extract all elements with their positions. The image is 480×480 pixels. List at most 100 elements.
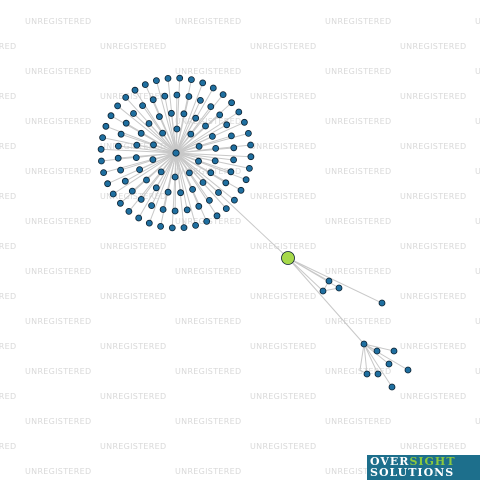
leaf-node[interactable] [219, 91, 227, 98]
leaf-node[interactable] [109, 190, 117, 198]
leaf-node[interactable] [149, 96, 157, 104]
leaf-node[interactable] [159, 206, 167, 213]
leaf-node[interactable] [104, 180, 111, 188]
leaf-node[interactable] [135, 214, 143, 222]
leaf-node[interactable] [196, 97, 204, 104]
cluster-node[interactable] [325, 277, 333, 285]
leaf-node[interactable] [237, 186, 245, 194]
leaf-node[interactable] [187, 130, 195, 138]
cluster-node[interactable] [385, 360, 393, 368]
leaf-node[interactable] [99, 134, 106, 142]
leaf-node[interactable] [152, 184, 160, 192]
leaf-node[interactable] [207, 103, 215, 110]
leaf-node[interactable] [132, 154, 140, 162]
leaf-node[interactable] [183, 206, 191, 214]
leaf-node[interactable] [98, 157, 105, 165]
leaf-node[interactable] [125, 207, 133, 215]
leaf-node[interactable] [122, 94, 130, 101]
cluster-node[interactable] [374, 370, 382, 378]
leaf-node[interactable] [131, 86, 139, 94]
leaf-node[interactable] [222, 179, 230, 187]
leaf-node[interactable] [164, 188, 172, 196]
leaf-node[interactable] [137, 195, 145, 203]
cluster-hub-node[interactable] [360, 340, 368, 348]
leaf-node[interactable] [100, 169, 107, 177]
leaf-node[interactable] [180, 224, 188, 232]
leaf-node[interactable] [121, 177, 129, 185]
leaf-node[interactable] [171, 207, 179, 215]
leaf-node[interactable] [185, 93, 193, 100]
leaf-node[interactable] [171, 173, 179, 181]
leaf-node[interactable] [240, 118, 248, 126]
focus-entity-node[interactable] [281, 251, 295, 265]
leaf-node[interactable] [228, 99, 236, 107]
leaf-node[interactable] [230, 144, 238, 152]
cluster-node[interactable] [404, 366, 412, 374]
cluster-hub-node[interactable] [319, 287, 327, 295]
leaf-node[interactable] [180, 110, 188, 118]
leaf-node[interactable] [245, 164, 253, 172]
leaf-node[interactable] [192, 221, 200, 229]
leaf-node[interactable] [205, 196, 213, 204]
leaf-node[interactable] [195, 157, 202, 165]
leaf-node[interactable] [107, 112, 115, 120]
leaf-node[interactable] [199, 179, 207, 186]
leaf-node[interactable] [177, 189, 185, 197]
leaf-node[interactable] [141, 81, 149, 88]
leaf-node[interactable] [199, 79, 207, 87]
leaf-node[interactable] [150, 141, 157, 149]
leaf-node[interactable] [247, 141, 255, 149]
cluster-node[interactable] [363, 370, 371, 378]
leaf-node[interactable] [152, 77, 160, 84]
leaf-node[interactable] [161, 92, 169, 100]
leaf-node[interactable] [192, 114, 200, 122]
leaf-node[interactable] [114, 154, 122, 162]
leaf-node[interactable] [143, 176, 150, 184]
leaf-node[interactable] [189, 185, 197, 193]
leaf-node[interactable] [136, 166, 144, 174]
leaf-node[interactable] [230, 156, 238, 164]
leaf-node[interactable] [130, 110, 137, 117]
leaf-node[interactable] [215, 189, 222, 196]
leaf-node[interactable] [117, 130, 125, 138]
leaf-node[interactable] [244, 129, 252, 137]
leaf-node[interactable] [128, 187, 136, 195]
leaf-node[interactable] [207, 169, 215, 177]
leaf-node[interactable] [117, 199, 124, 207]
leaf-node[interactable] [222, 205, 230, 213]
leaf-node[interactable] [97, 145, 105, 153]
leaf-node[interactable] [168, 224, 176, 232]
leaf-node[interactable] [149, 156, 157, 164]
leaf-node[interactable] [102, 122, 110, 130]
leaf-node[interactable] [227, 168, 235, 176]
leaf-node[interactable] [195, 202, 203, 210]
cluster-node[interactable] [335, 284, 343, 292]
cluster-node[interactable] [390, 347, 398, 355]
leaf-node[interactable] [235, 108, 243, 116]
hub-node[interactable] [172, 149, 180, 157]
leaf-node[interactable] [122, 119, 130, 127]
cluster-node[interactable] [388, 383, 396, 391]
cluster-node[interactable] [378, 299, 386, 307]
leaf-node[interactable] [211, 157, 219, 165]
leaf-node[interactable] [145, 219, 153, 227]
leaf-node[interactable] [137, 129, 145, 137]
leaf-node[interactable] [157, 168, 165, 176]
leaf-node[interactable] [145, 120, 153, 127]
leaf-node[interactable] [164, 75, 172, 82]
leaf-node[interactable] [227, 132, 235, 140]
leaf-node[interactable] [202, 122, 209, 130]
leaf-node[interactable] [148, 202, 156, 210]
leaf-node[interactable] [173, 125, 181, 133]
leaf-node[interactable] [155, 113, 163, 120]
leaf-node[interactable] [203, 217, 211, 225]
leaf-node[interactable] [176, 74, 184, 82]
leaf-node[interactable] [185, 169, 193, 177]
leaf-node[interactable] [115, 142, 122, 150]
leaf-node[interactable] [242, 176, 250, 184]
leaf-node[interactable] [173, 91, 181, 99]
leaf-node[interactable] [212, 144, 220, 152]
leaf-node[interactable] [139, 102, 147, 109]
leaf-node[interactable] [195, 142, 203, 150]
